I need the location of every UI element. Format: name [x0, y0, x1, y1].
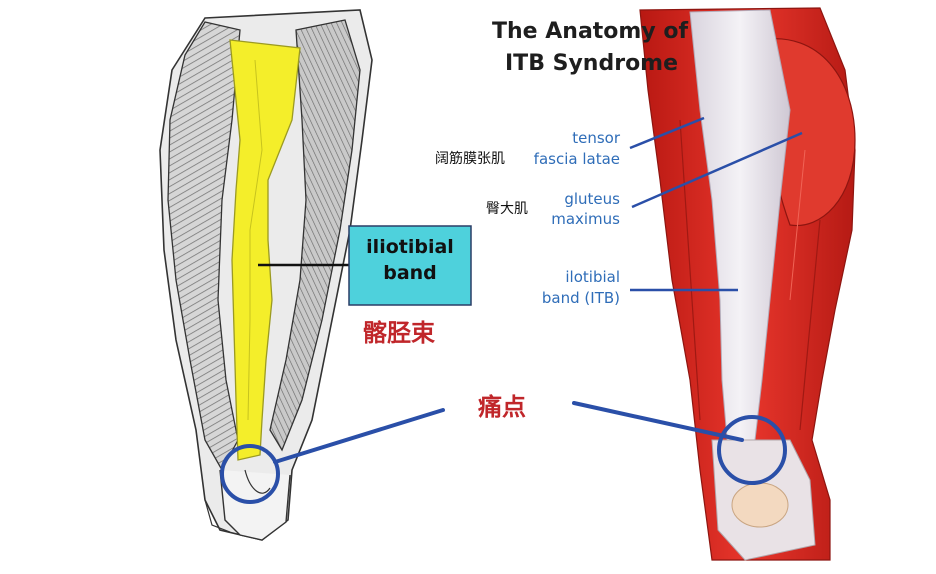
figure-title-line2: ITB Syndrome	[505, 51, 678, 76]
tensor-label-line1: tensor	[572, 129, 621, 147]
figure-title-line1: The Anatomy of	[492, 19, 688, 44]
left-pain-pointer	[273, 408, 445, 464]
left-posterior-muscle	[269, 19, 361, 452]
tensor-fascia-latae-label: tensor fascia latae 阔筋膜张肌	[435, 116, 705, 168]
right-pain-circle	[717, 415, 787, 485]
box-line1: iliotibial	[366, 236, 454, 258]
itb-label-line1: ilotibial	[565, 268, 620, 286]
itb-yellow-band	[229, 39, 301, 461]
gluteus-maximus-label: gluteus maximus 臀大肌	[486, 131, 803, 228]
itb-chinese-label: 髂胫束	[363, 319, 436, 347]
iliotibial-band-label-box: iliotibial band	[348, 225, 472, 306]
tensor-label-line2: fascia latae	[534, 150, 620, 168]
itb-label-line2: band (ITB)	[542, 289, 620, 307]
gluteus-label-line2: maximus	[551, 210, 620, 228]
gluteus-label-cn: 臀大肌	[486, 201, 528, 217]
right-pain-pointer	[572, 401, 744, 442]
box-line2: band	[383, 262, 437, 284]
left-pain-circle	[220, 444, 280, 504]
right-thigh-drawing	[639, 7, 856, 561]
gluteus-label-line1: gluteus	[564, 190, 620, 208]
itb-right-label: ilotibial band (ITB)	[542, 268, 738, 307]
tensor-label-cn: 阔筋膜张肌	[435, 150, 505, 167]
pain-point-label: 痛点	[478, 393, 526, 421]
left-thigh-drawing	[159, 9, 373, 541]
